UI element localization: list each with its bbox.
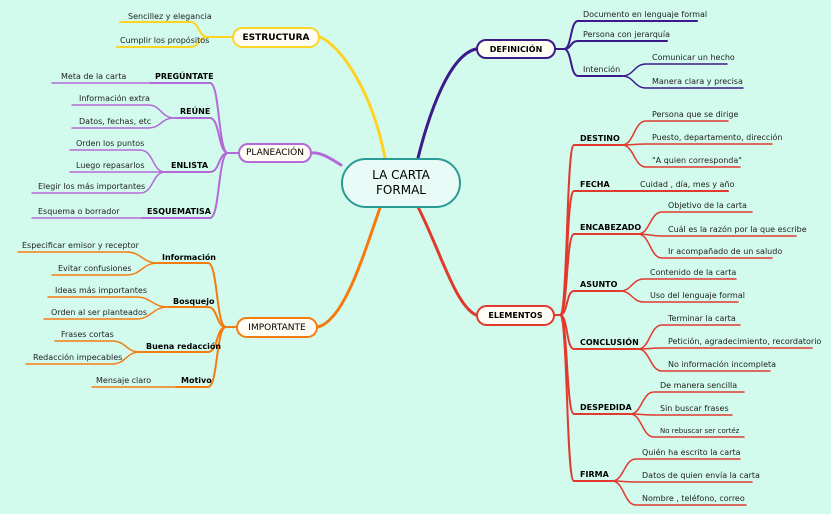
branch-estructura[interactable]: ESTRUCTURA [232, 27, 320, 48]
branch-elementos[interactable]: ELEMENTOS [476, 305, 555, 326]
conclusion-item-3[interactable]: No información incompleta [668, 360, 777, 369]
fecha-item-1[interactable]: Cuidad , día, mes y año [640, 180, 735, 189]
branch-estructura-label: ESTRUCTURA [242, 32, 310, 43]
intencion-item-2[interactable]: Manera clara y precisa [652, 77, 743, 86]
planeacion-esquematisa-label[interactable]: ESQUEMATISA [147, 207, 211, 216]
firma-item-2[interactable]: Datos de quien envía la carta [642, 471, 760, 480]
elementos-fecha-label[interactable]: FECHA [580, 180, 610, 189]
asunto-item-1[interactable]: Contenido de la carta [650, 268, 737, 277]
definicion-item-2[interactable]: Persona con jerarquía [583, 30, 670, 39]
informacion-item-2[interactable]: Evitar confusiones [58, 264, 132, 273]
despedida-item-3[interactable]: No rebuscar ser cortéz [660, 427, 740, 435]
planeacion-reune-label[interactable]: REÚNE [180, 107, 211, 116]
reune-item-2[interactable]: Datos, fechas, etc [79, 117, 152, 126]
reune-item-1[interactable]: Información extra [79, 94, 150, 103]
intencion-item-1[interactable]: Comunicar un hecho [652, 53, 735, 62]
enlista-item-1[interactable]: Orden los puntos [76, 139, 145, 148]
branch-planeacion[interactable]: PLANEACIÓN [238, 143, 312, 163]
preguntate-item-1[interactable]: Meta de la carta [61, 72, 127, 81]
branch-definicion-label: DEFINICIÓN [489, 44, 543, 54]
planeacion-preguntate-label[interactable]: PREGÚNTATE [155, 72, 214, 81]
importante-buena-label[interactable]: Buena redacción [146, 342, 222, 351]
buena-item-1[interactable]: Frases cortas [61, 330, 114, 339]
branch-importante[interactable]: IMPORTANTE [236, 317, 318, 338]
despedida-item-1[interactable]: De manera sencilla [660, 381, 738, 390]
conclusion-item-1[interactable]: Terminar la carta [668, 314, 736, 323]
branch-planeacion-label: PLANEACIÓN [246, 148, 304, 158]
enlista-item-3[interactable]: Elegir los más importantes [38, 182, 146, 191]
elementos-encabezado-label[interactable]: ENCABEZADO [580, 223, 642, 232]
central-topic-line1: LA CARTA [372, 168, 430, 182]
despedida-item-2[interactable]: Sin buscar frases [660, 404, 729, 413]
firma-item-1[interactable]: Quién ha escrito la carta [642, 448, 741, 457]
asunto-item-2[interactable]: Uso del lenguaje formal [650, 291, 745, 300]
buena-item-2[interactable]: Redacción impecables [33, 353, 123, 362]
destino-item-1[interactable]: Persona que se dirige [652, 110, 739, 119]
bosquejo-item-1[interactable]: Ideas más importantes [55, 286, 147, 295]
importante-bosquejo-label[interactable]: Bosquejo [173, 297, 215, 306]
elementos-asunto-label[interactable]: ASUNTO [580, 280, 618, 289]
encabezado-item-2[interactable]: Cuál es la razón por la que escribe [668, 225, 807, 234]
bosquejo-item-2[interactable]: Orden al ser planteados [51, 308, 148, 317]
importante-motivo-label[interactable]: Motivo [181, 376, 212, 385]
central-topic-line2: FORMAL [376, 183, 426, 197]
planeacion-enlista-label[interactable]: ENLISTA [171, 161, 209, 170]
elementos-destino-label[interactable]: DESTINO [580, 134, 620, 143]
destino-item-3[interactable]: "A quien corresponda" [652, 156, 742, 165]
destino-item-2[interactable]: Puesto, departamento, dirección [652, 133, 783, 142]
importante-informacion-label[interactable]: Información [162, 253, 217, 262]
informacion-item-1[interactable]: Especificar emisor y receptor [22, 241, 139, 250]
branch-definicion[interactable]: DEFINICIÓN [476, 39, 556, 59]
estructura-item-2[interactable]: Cumplir los propósitos [120, 36, 210, 45]
motivo-item-1[interactable]: Mensaje claro [96, 376, 152, 385]
enlista-item-2[interactable]: Luego repasarlos [76, 161, 145, 170]
conclusion-item-2[interactable]: Petición, agradecimiento, recordatorio [668, 337, 822, 346]
elementos-despedida-label[interactable]: DESPEDIDA [580, 403, 632, 412]
definicion-intencion-label[interactable]: Intención [583, 65, 621, 74]
estructura-item-1[interactable]: Sencillez y elegancia [128, 12, 212, 21]
esquematisa-item-1[interactable]: Esquema o borrador [38, 207, 120, 216]
definicion-item-1[interactable]: Documento en lenguaje formal [583, 10, 708, 19]
firma-item-3[interactable]: Nombre , teléfono, correo [642, 494, 745, 503]
elementos-conclusion-label[interactable]: CONCLUSIÓN [580, 338, 639, 347]
encabezado-item-3[interactable]: Ir acompañado de un saludo [668, 247, 783, 256]
branch-importante-label: IMPORTANTE [248, 322, 306, 333]
branch-elementos-label: ELEMENTOS [488, 311, 543, 320]
encabezado-item-1[interactable]: Objetivo de la carta [668, 201, 747, 210]
elementos-firma-label[interactable]: FIRMA [580, 470, 609, 479]
